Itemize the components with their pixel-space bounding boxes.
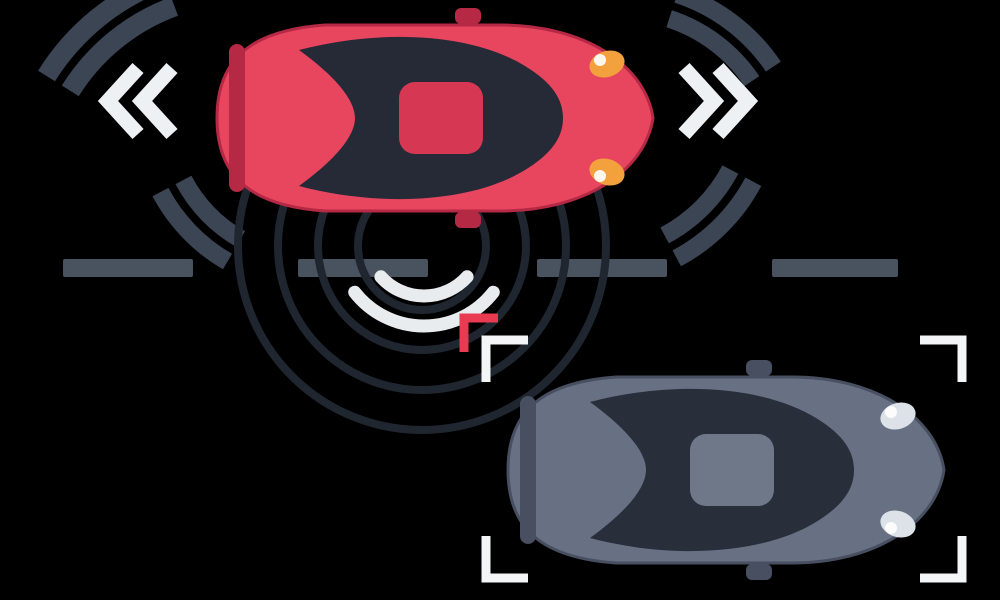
sonar-wave-outer [348,285,500,333]
sensor-fan-band [666,10,760,87]
sensor-fan-lower-left [152,175,245,270]
chevron-left-inner [131,62,178,140]
sensor-fan-upper-left [38,0,178,97]
gray-car-shape [508,360,944,580]
sensor-fan-upper-right [666,0,781,87]
sensor-fan-band [38,0,145,82]
red-car [217,8,653,228]
lane-dash [772,259,898,277]
sensor-fan-band [674,0,781,72]
chevron-right-inner [678,62,725,140]
chevron-left-outer [97,62,144,140]
target-frame-icon [481,335,967,583]
lane-dash [63,259,193,277]
sensor-fan-band [672,177,762,267]
red-car-shape [217,8,653,228]
target-frame-corner-bl [481,536,528,583]
sensor-fan-band [660,165,739,244]
chevron-right-outer [712,62,759,140]
sonar-wave-inner [374,270,474,303]
alert-corner-icon [459,313,498,352]
sensor-fan-band [61,0,178,97]
chevron-right-icon [678,62,759,140]
sensor-fan-band [152,187,232,270]
chevron-left-icon [97,62,178,140]
target-frame-corner-tl [481,335,528,382]
sensor-fan-right [660,165,762,267]
sensor-fan-band [175,175,245,247]
target-frame-corner-tr [920,335,967,382]
target-frame-corner-br [920,536,967,583]
sonar-wave-icon [348,270,500,333]
gray-car [508,360,944,580]
